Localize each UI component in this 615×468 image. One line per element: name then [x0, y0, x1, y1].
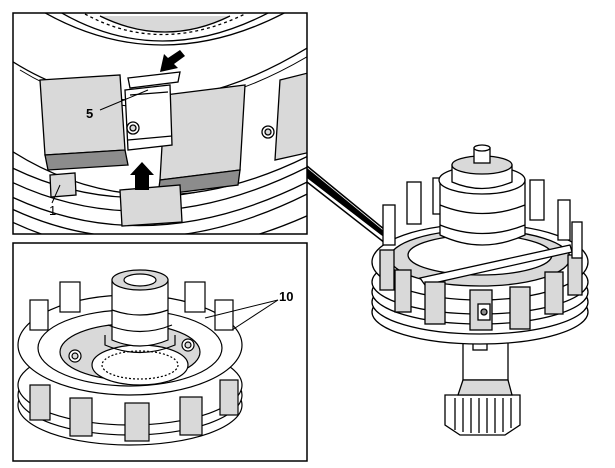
detail-panel-top [12, 12, 308, 235]
detail-panel-frame [12, 242, 308, 462]
main-assembly [371, 144, 589, 436]
housing-tab [394, 269, 412, 313]
arrow-up-icon [130, 162, 154, 190]
callout-label-1: 1 [49, 203, 57, 218]
housing-tab [571, 221, 583, 259]
ring-tab [39, 74, 126, 156]
housing-tab [424, 281, 446, 325]
hub-body [439, 179, 526, 246]
housing-tab [529, 179, 545, 221]
housing-tab [69, 397, 93, 437]
housing-tab [382, 204, 396, 246]
housing-tab [406, 181, 422, 225]
ring-tab [159, 84, 246, 181]
leader-line-10a [204, 299, 279, 319]
leader-line-1 [51, 184, 61, 204]
housing-tab [567, 254, 583, 296]
housing-tab [179, 396, 203, 436]
leader-line-10b [231, 299, 279, 331]
housing-tab [184, 281, 206, 313]
arrow-down-icon [160, 50, 185, 72]
housing-tab [379, 249, 395, 291]
detail-panel-frame [12, 12, 308, 235]
detail-panel-bottom [12, 242, 308, 462]
hub-ring [44, 13, 286, 46]
callout-label-5: 5 [86, 106, 94, 121]
housing-tab [124, 402, 150, 442]
housing-tab [219, 379, 239, 416]
housing-tab [557, 199, 571, 241]
housing-tab [29, 299, 49, 331]
housing-tab [214, 299, 234, 331]
ring-tab [119, 184, 183, 227]
housing-tab [59, 281, 81, 313]
housing-tab [29, 384, 51, 421]
spline-shaft [444, 394, 521, 436]
housing-tab [544, 271, 564, 315]
input-shaft [111, 279, 169, 347]
clutch-ring-outer [13, 151, 307, 234]
housing-tab [509, 286, 531, 330]
callout-label-10: 10 [279, 289, 294, 304]
ring-tab [274, 72, 307, 161]
leader-line-5 [99, 89, 149, 111]
